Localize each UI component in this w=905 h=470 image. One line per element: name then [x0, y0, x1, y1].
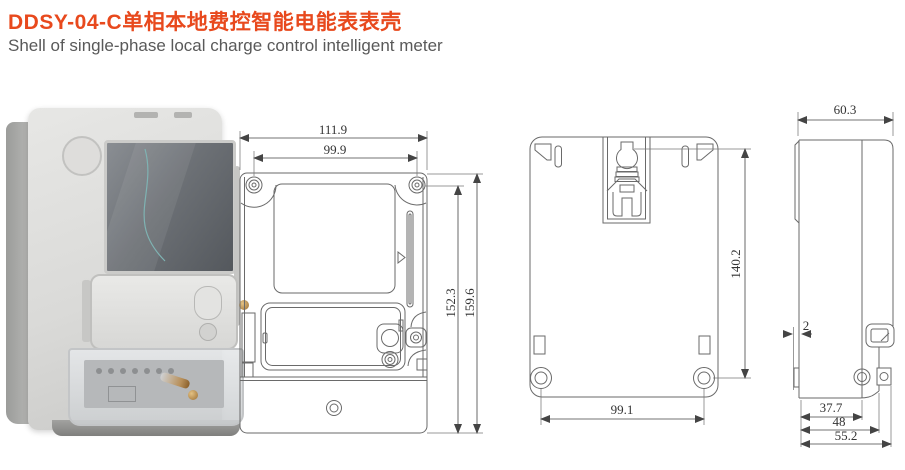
dim-side-c: 55.2: [835, 428, 858, 443]
door-button: [194, 286, 222, 320]
front-door: [260, 302, 406, 371]
dim-front-outer-width: 111.9: [319, 122, 347, 137]
dim-front-outer-height: 159.6: [462, 288, 477, 318]
back-dimensions: 140.2 99.1: [540, 148, 751, 425]
dim-front-inner-height: 152.3: [443, 288, 458, 317]
side-dimensions: 60.3 2 37.7 48 55.2: [783, 102, 894, 448]
dim-back-hole-height: 140.2: [728, 249, 743, 278]
side-view-drawing: 60.3 2 37.7 48 55.2: [783, 102, 895, 448]
door-screw: [199, 323, 217, 341]
front-bottom-section: [240, 376, 427, 416]
terminal-diagram: [108, 386, 136, 402]
meter-door-hinge: [82, 280, 91, 342]
back-corner-cutouts: [534, 143, 714, 168]
meter-body: [28, 108, 249, 436]
dim-side-lip: 2: [803, 318, 810, 333]
dim-front-hole-width: 99.9: [324, 142, 347, 157]
front-dimensions: 111.9 99.9 152.3 159.6: [239, 122, 483, 434]
front-view-drawing: 111.9 99.9 152.3 159.6: [239, 122, 483, 434]
terminal-block: [84, 360, 224, 408]
back-hanging-bracket: [602, 136, 651, 224]
front-seal-slot: [397, 210, 414, 308]
front-hinge: [241, 312, 256, 378]
meter-corner-latch: [62, 136, 102, 176]
brass-screw: [188, 390, 198, 400]
dim-side-b: 48: [833, 414, 846, 429]
dim-back-hole-width: 99.1: [611, 402, 634, 417]
window-wire: [143, 148, 166, 262]
meter-door: [90, 274, 238, 350]
meter-top-tab: [174, 112, 192, 118]
dim-side-a: 37.7: [820, 400, 843, 415]
dim-side-depth: 60.3: [834, 102, 857, 117]
meter-display-window: [104, 140, 236, 274]
page-subtitle: Shell of single-phase local charge contr…: [8, 36, 443, 55]
product-photo: [4, 100, 249, 448]
meter-top-tab: [134, 112, 158, 118]
front-top-screws: [240, 176, 427, 208]
front-side-screw-tab: [405, 311, 428, 371]
page-title: DDSY-04-C单相本地费控智能电能表表壳: [8, 11, 402, 34]
terminal-dots: [96, 368, 102, 374]
terminal-cover: [68, 348, 244, 426]
side-profile: [793, 139, 895, 399]
front-display-window: [273, 183, 396, 294]
back-view-drawing: 140.2 99.1: [529, 136, 751, 425]
meter-seal-strip: [234, 166, 240, 326]
back-mount-holes: [530, 335, 715, 389]
